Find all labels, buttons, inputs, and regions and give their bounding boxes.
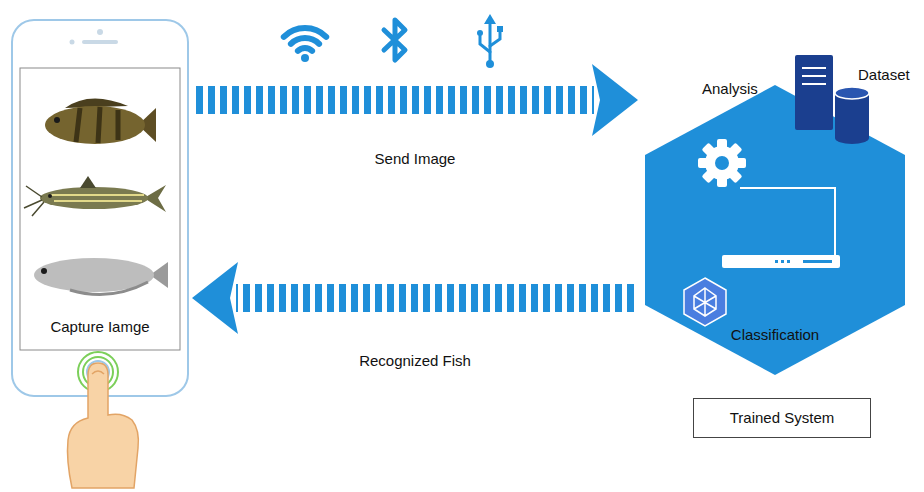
server-slot [802,68,826,84]
finger-nail [92,371,104,374]
gear-icon [698,139,746,187]
server-icon [795,55,833,130]
network-lines [694,288,716,316]
fish-fin [70,282,148,295]
node-label: Analysis [702,80,758,98]
wifi-arc [298,48,312,51]
bluetooth-icon [384,20,405,60]
dashed-shaft [196,86,594,114]
phone-node: Capture Iamge [10,20,190,400]
fish-eye [41,268,47,274]
fish-body [40,187,148,209]
phone-camera [70,40,75,45]
fish-eye [48,194,52,198]
system-hexagon: Analysis DatasetClassification [640,50,920,380]
fish-barbel [24,186,44,216]
wifi-icon [284,28,326,62]
laptop-screen [740,188,835,255]
phone-body [12,20,188,396]
laptop-bar [803,260,832,263]
arrowhead [192,262,238,334]
laptop-dots [775,260,790,263]
phone-outline [10,20,190,490]
wifi-arc [284,28,326,37]
usb-branch [490,32,500,46]
phone-speaker [82,40,118,44]
usb-icon [477,14,503,68]
fish-stripe [50,195,144,201]
database-icon [835,87,869,144]
network-icon [684,278,726,326]
fish-illustration [45,98,156,144]
fish-illustration [34,258,168,295]
fish-eye [54,117,60,123]
node-label: Trained System [730,409,834,427]
laptop-base [722,255,840,268]
database-body [835,93,869,144]
edge-label: Recognized Fish [357,352,473,370]
server-body [795,55,833,130]
dashed-shaft [236,284,634,312]
node-label: Dataset [858,66,910,84]
node-label: Classification [731,326,819,344]
gear-tooth [701,142,742,183]
process-box: Trained System [693,398,871,438]
node-label: Capture Iamge [50,318,149,336]
connector-arrow [196,64,638,136]
bluetooth-rune [384,20,405,60]
hexagon [645,85,905,375]
wifi-arc [291,38,319,44]
fish-body [45,106,145,144]
usb-base [486,60,494,68]
gear-tooth [701,142,742,183]
edge-label: Send Image [373,150,458,168]
usb-stem [489,24,492,62]
fish-illustration [24,176,166,216]
usb-branch-end [497,26,503,32]
fish-band [76,107,118,143]
hand [68,363,139,488]
usb-tip [484,14,496,24]
phone-screen [20,68,180,350]
connector-arrow [192,262,634,334]
phone-camera [97,29,103,35]
wifi-dot [301,54,309,62]
fish-fin [80,176,96,188]
laptop-icon [722,188,840,268]
arrowhead [592,64,638,136]
network-hexagon [684,278,726,326]
database-top [835,87,869,99]
usb-branch [480,36,490,52]
usb-branch-end [477,30,483,36]
gear-hole [715,156,729,170]
